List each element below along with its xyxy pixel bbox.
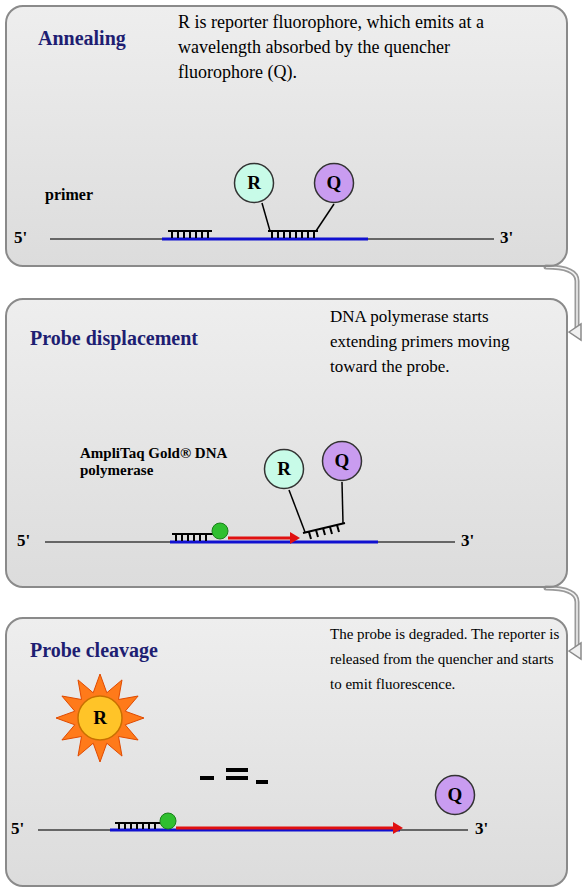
illustration-part (262, 203, 270, 231)
illustration-part (212, 523, 228, 539)
fluorophore-circle: Q (313, 162, 355, 204)
illustration-part (228, 537, 291, 540)
illustration-part (393, 822, 403, 834)
fluorophore-circle: R (233, 162, 275, 204)
illustration-part (110, 829, 400, 832)
illustration-part (168, 231, 212, 238)
step-panel: Probe displacement DNA polymerase starts … (5, 298, 568, 588)
illustration-part (6, 299, 567, 587)
fluorophore-letter: Q (313, 162, 355, 204)
step-description: R is reporter fluorophore, which emits a… (178, 10, 518, 85)
step-arrow (546, 267, 581, 340)
illustration-part (268, 231, 318, 238)
illustration-part (6, 6, 567, 266)
illustration-part (176, 827, 393, 830)
illustration-part (342, 482, 343, 523)
step-title: Probe cleavage (30, 638, 158, 662)
fluorophore-letter: R (233, 162, 275, 204)
emission-rays (56, 674, 144, 762)
fluorophore-letter: R (263, 448, 305, 490)
fluorophore-circle: R (263, 448, 305, 490)
illustration-part (50, 238, 494, 240)
diagram-label: 5' (11, 819, 24, 839)
diagram-label: AmpliTaq Gold® DNA polymerase (80, 445, 255, 480)
illustration-part (172, 534, 214, 541)
diagram-label: 5' (14, 228, 27, 248)
illustration-part (290, 532, 300, 544)
step-title: Probe displacement (30, 326, 198, 350)
diagram-label: 3' (475, 819, 488, 839)
step-arrow-head (569, 324, 581, 340)
illustration-part (200, 770, 268, 782)
illustration-part (6, 618, 567, 886)
displacement-dna (45, 482, 455, 544)
illustration-part (170, 541, 378, 544)
fluorophore-circle: Q (321, 440, 363, 482)
step-arrow-head (569, 643, 581, 659)
step-description: DNA polymerase starts extending primers … (330, 304, 530, 379)
step-panel: Annealing R is reporter fluorophore, whic… (5, 5, 568, 267)
illustration-part (45, 541, 455, 543)
fluorophore-letter: Q (321, 440, 363, 482)
reporter-starburst: R (55, 673, 145, 763)
illustration-part (303, 523, 345, 539)
annealing-dna (50, 203, 494, 239)
fluorophore-letter: R (55, 673, 145, 763)
step-panel: Probe cleavage The probe is degraded. The… (5, 617, 568, 887)
step-description: The probe is degraded. The reporter is r… (330, 622, 565, 697)
diagram-label: primer (45, 186, 93, 204)
illustration-part (160, 813, 176, 829)
illustration-part (316, 204, 334, 231)
step-arrow (546, 588, 581, 659)
fluorophore-letter: Q (434, 774, 476, 816)
panel-grounds (6, 6, 567, 886)
illustration-part (162, 238, 368, 241)
diagram-label: 3' (500, 228, 513, 248)
diagram-label: 5' (17, 531, 30, 551)
illustration-part (38, 829, 468, 831)
diagram-label: 3' (461, 531, 474, 551)
fluorophore-circle: Q (434, 774, 476, 816)
step-title: Annealing (38, 26, 126, 50)
illustration-part (289, 490, 305, 532)
cleavage-dna (38, 770, 468, 834)
illustration-part (115, 823, 160, 829)
